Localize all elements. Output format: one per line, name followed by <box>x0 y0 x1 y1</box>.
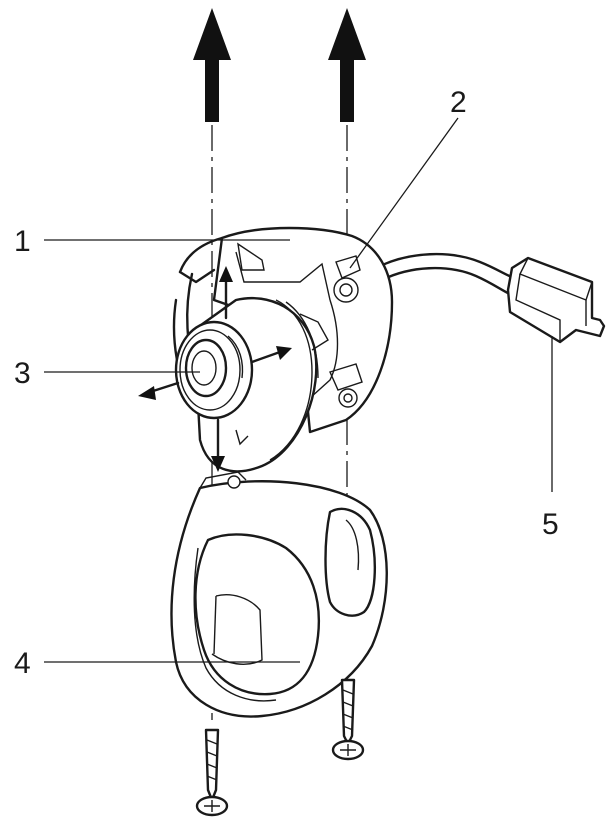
removal-arrow-left <box>193 8 231 122</box>
callout-5: 5 <box>542 508 559 541</box>
screw-left <box>195 728 229 817</box>
callout-1: 1 <box>14 225 31 258</box>
cable-with-connector <box>378 252 606 344</box>
adjustment-arrows <box>138 266 292 472</box>
callout-3: 3 <box>14 357 31 390</box>
leader-line-2 <box>349 117 459 269</box>
callout-4: 4 <box>14 647 31 680</box>
camera-module <box>174 296 329 473</box>
removal-arrow-right <box>328 8 366 122</box>
callout-2: 2 <box>450 86 467 119</box>
screw-right <box>331 678 365 761</box>
dome-cover <box>170 471 388 718</box>
